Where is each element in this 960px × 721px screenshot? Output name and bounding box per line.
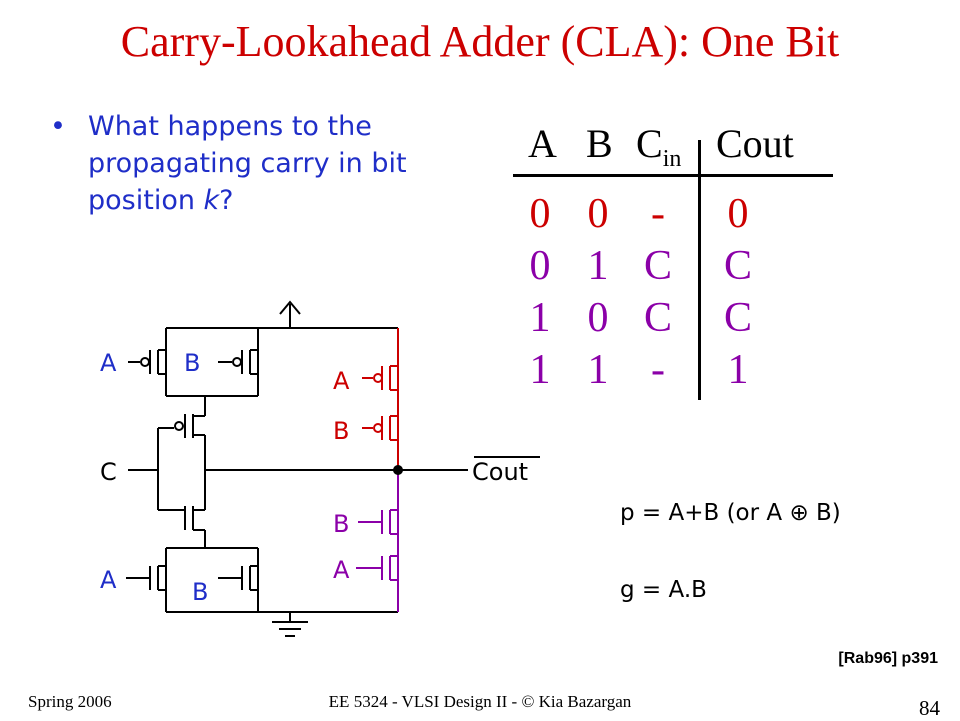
label-a-top-right: A [333,367,350,395]
bullet-text-main: What happens to the propagating carry in… [88,111,407,216]
label-a-bottom-left: A [100,566,117,594]
page-number: 84 [919,696,940,720]
label-a-top-left: A [100,349,117,377]
transistor-b-pmos-top [218,349,258,375]
transistor-c-pmos [158,414,205,438]
label-b-bottom-right: B [333,510,349,538]
bullet-text-end: ? [219,185,234,216]
transistor-a-pmos-top [128,349,166,375]
label-a-bottom-right: A [333,556,350,584]
table-cell: 0 [727,191,749,237]
table-cell: 1 [727,347,749,393]
table-cell: 0 [587,295,609,341]
table-cell: 0 [529,243,551,289]
header-cin-sub: in [662,146,682,172]
label-b-top-left: B [184,349,200,377]
vdd-symbol [279,300,301,328]
generate-pmos-chain [362,328,399,470]
table-cell: C [723,243,752,289]
ground-symbol [272,621,308,637]
table-cell: 1 [529,295,551,341]
label-c-in: C [100,458,117,486]
table-cell: 1 [587,347,609,393]
table-cell: 1 [529,347,551,393]
table-cell: 0 [587,191,609,237]
equation-p: p = A+B (or A ⊕ B) [620,500,841,526]
slide-title: Carry-Lookahead Adder (CLA): One Bit [120,17,840,66]
transistor-c-nmos [158,506,205,531]
table-divider-horizontal [513,174,833,177]
header-b: B [586,121,613,166]
bullet-symbol: • [50,111,66,142]
table-cell: - [651,191,665,237]
bullet-text: What happens to the propagating carry in… [88,108,448,219]
header-cout: Cout [716,121,794,166]
table-cell: C [643,295,672,341]
table-cell: - [651,347,665,393]
table-divider-vertical [698,140,701,400]
reference-citation: [Rab96] p391 [838,650,938,667]
cout-node-dot [393,465,403,475]
transistor-b-nmos-bottom [218,565,258,591]
table-cell: 1 [587,243,609,289]
table-cell: C [643,243,672,289]
table-cell: C [723,295,752,341]
footer-course: EE 5324 - VLSI Design II - © Kia Bazarga… [328,692,632,711]
header-cin: Cin [636,120,681,173]
bullet-text-italic: k [203,185,220,216]
transistor-a-nmos-bottom [126,565,166,591]
equation-g: g = A.B [620,577,707,603]
generate-nmos-chain [356,470,399,612]
header-cin-main: C [636,121,663,166]
header-a: A [528,121,557,166]
table-cell: 0 [529,191,551,237]
label-cout: Cout [472,458,528,486]
label-b-bottom-left: B [192,578,208,606]
footer-term: Spring 2006 [28,692,112,711]
label-b-top-right: B [333,417,349,445]
circuit-wires [128,327,540,622]
